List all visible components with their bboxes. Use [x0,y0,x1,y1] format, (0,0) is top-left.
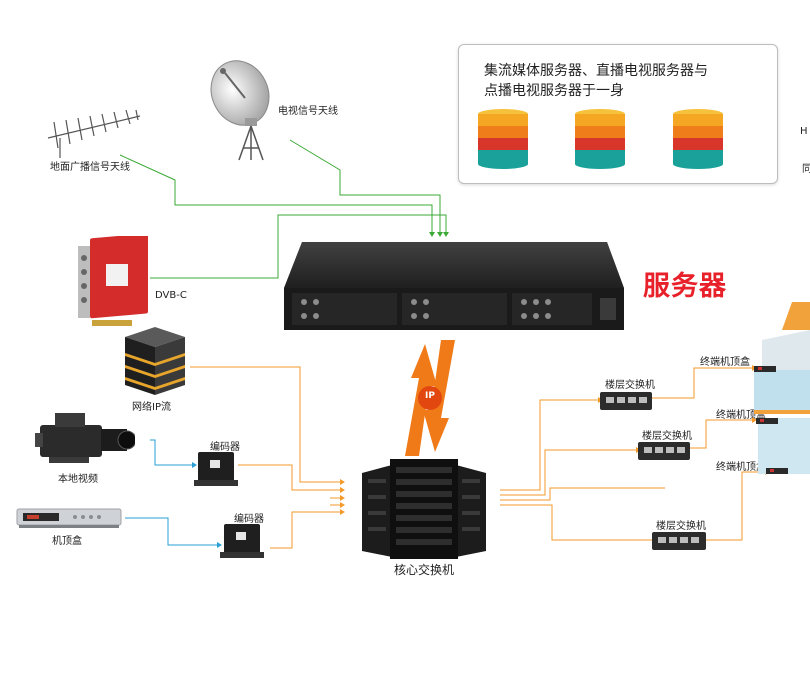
panel-title-line2: 点播电视服务器于一身 [484,83,624,99]
encoder1-line [238,464,340,491]
network-ip-label: 网络IP流 [132,402,171,413]
encoder-2-label: 编码器 [234,514,264,525]
panel-title: 集流媒体服务器、直播电视服务器与 点播电视服务器于一身 [484,61,764,101]
ip-badge-label: IP [425,391,435,401]
encoder-1-label: 编码器 [210,442,240,453]
main-server-icon [284,242,624,330]
sw3-terminal [706,471,765,541]
settop-box-icon [16,508,122,528]
floor-switch-3-icon [652,532,706,550]
ip-transfer-arrows [405,340,455,456]
encoder2-line [270,511,340,549]
floor-switch-1-label: 楼层交换机 [605,380,655,391]
building-icon [754,302,810,474]
network-ip-line [190,366,340,483]
out-switch3 [500,504,652,541]
local-video-label: 本地视频 [58,474,98,485]
terminal-1-label: 终端机顶盒 [700,357,750,368]
sw1-terminal [652,367,752,399]
satellite-dish-icon [210,60,270,161]
database-icon [478,109,528,169]
ground-antenna-line [119,154,433,232]
edge-label-h: H [800,126,808,137]
encoder-1-icon [194,452,238,486]
yagi-antenna-icon [47,109,141,158]
out-switch1 [500,399,598,491]
floor-switch-2-label: 楼层交换机 [642,431,692,442]
dvb-card-line [150,214,447,279]
dvb-card-label: DVB-C [155,290,187,301]
floor-switch-3-label: 楼层交换机 [656,521,706,532]
database-icons [478,109,723,169]
ground-antenna-label: 地面广播信号天线 [50,162,130,173]
settop-line [125,517,217,546]
video-camera-icon [35,413,135,463]
floor-switch-2-icon [638,442,690,460]
dvb-card-icon [78,236,148,326]
core-switch-icon [362,459,486,559]
panel-title-line1: 集流媒体服务器、直播电视服务器与 [484,63,708,79]
encoder-2-icon [220,524,264,558]
out-switch2 [500,449,636,496]
tv-antenna-label: 电视信号天线 [278,106,338,117]
terminal-3-label: 终端机顶盒 [716,462,766,473]
ip-stream-server-icon [125,327,185,395]
tv-antenna-line [289,139,441,232]
settop-box-label: 机顶盒 [52,536,82,547]
core-switch-label: 核心交换机 [394,563,455,577]
edge-label-tong: 同 [802,164,810,175]
server-label: 服务器 [643,271,727,302]
camera-line [150,439,192,466]
out-switch-mid [500,487,665,501]
terminal-2-label: 终端机顶盒 [716,410,766,421]
floor-switch-1-icon [600,392,652,410]
